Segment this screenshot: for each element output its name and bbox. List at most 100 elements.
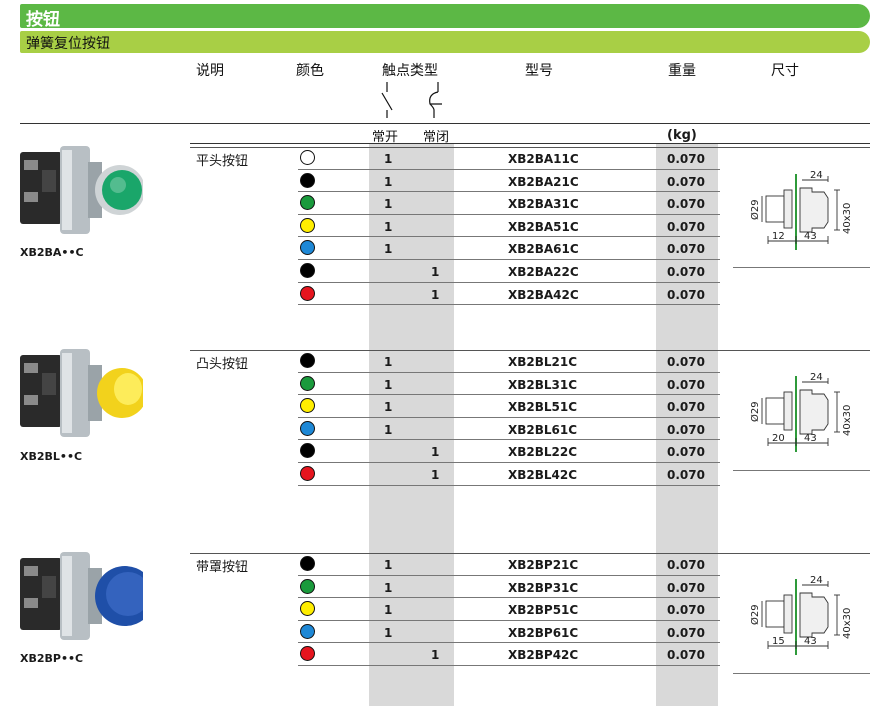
row-divider: [298, 236, 720, 238]
pushbutton-photo: [20, 349, 147, 437]
row-divider: [298, 597, 720, 599]
model-number: XB2BL31C: [508, 377, 578, 392]
model-number: XB2BL51C: [508, 400, 578, 415]
model-number: XB2BA61C: [508, 242, 579, 257]
color-swatch-black: [300, 172, 315, 188]
color-swatch-black: [300, 443, 315, 459]
row-divider: [298, 213, 720, 215]
weight-value: 0.070: [667, 197, 705, 212]
model-number: XB2BP42C: [508, 648, 579, 663]
color-swatch-blue: [300, 623, 315, 639]
contact-no-value: 1: [384, 355, 393, 369]
product-photo: [18, 140, 145, 244]
contact-no-value: 1: [384, 625, 393, 640]
row-divider: [298, 168, 720, 170]
model-number: XB2BA22C: [508, 265, 579, 279]
color-swatch-black: [300, 353, 315, 368]
color-swatch-yellow: [300, 601, 315, 617]
model-number: XB2BP31C: [508, 580, 579, 595]
row-divider: [298, 191, 720, 193]
pushbutton-photo: [20, 552, 155, 640]
contact-nc-value: 1: [431, 287, 440, 302]
weight-value: 0.070: [667, 468, 705, 482]
row-divider: [298, 259, 720, 260]
color-swatch-red: [300, 646, 315, 662]
dimension-bottom-right: 43: [804, 231, 817, 242]
contact-no-value: 1: [384, 422, 393, 437]
product-photo: [18, 546, 155, 650]
color-swatch-green: [300, 375, 315, 391]
weight-value: 0.070: [667, 625, 705, 640]
dimension-top: 24: [810, 575, 823, 586]
contact-no-value: 1: [384, 242, 393, 257]
row-divider: [298, 371, 720, 373]
model-number: XB2BA42C: [508, 287, 579, 302]
dimension-bottom-left: 12: [772, 231, 785, 242]
dimension-diameter: Ø29: [749, 604, 761, 625]
header-weight: 重量: [668, 63, 696, 79]
group-top-rule: [190, 147, 870, 148]
contact-symbol-icon: [381, 82, 442, 118]
product-photo: [18, 343, 147, 447]
model-number: XB2BA21C: [508, 174, 579, 189]
weight-value: 0.070: [667, 219, 705, 234]
pushbutton-photo: [20, 146, 145, 234]
subsection-title: 弹簧复位按钮: [26, 36, 110, 52]
contact-column-shade: [369, 144, 454, 706]
color-swatch-blue: [300, 420, 315, 436]
header-contact-type: 触点类型: [382, 63, 438, 79]
weight-value: 0.070: [667, 445, 705, 460]
contact-no-value: 1: [384, 377, 393, 392]
dimension-housing: 40x30: [842, 405, 853, 436]
row-divider: [298, 642, 720, 644]
header-size: 尺寸: [771, 63, 799, 79]
color-swatch-blue: [300, 240, 315, 256]
dimension-diameter: Ø29: [749, 199, 761, 220]
contact-no-value: 1: [384, 603, 393, 618]
contact-nc-value: 1: [431, 265, 440, 279]
model-number: XB2BA51C: [508, 219, 579, 234]
weight-value: 0.070: [667, 265, 705, 279]
group-top-rule: [190, 553, 870, 554]
contact-no-value: 1: [384, 400, 393, 415]
dim-cell-bottom-rule: [733, 673, 870, 674]
weight-value: 0.070: [667, 287, 705, 302]
header-top-rule: [20, 123, 870, 124]
group-top-rule: [190, 350, 870, 351]
color-swatch-red: [300, 466, 315, 481]
contact-no-value: 1: [384, 219, 393, 234]
weight-value: 0.070: [667, 242, 705, 257]
row-divider: [298, 484, 720, 486]
row-divider: [298, 462, 720, 463]
header-bottom-rule: [190, 143, 870, 144]
weight-value: 0.070: [667, 558, 705, 572]
product-image-label: XB2BL••C: [20, 450, 83, 463]
model-number: XB2BL22C: [508, 445, 578, 460]
weight-value: 0.070: [667, 580, 705, 595]
dim-cell-bottom-rule: [733, 267, 870, 268]
dimension-housing: 40x30: [842, 203, 853, 234]
model-number: XB2BP21C: [508, 558, 579, 572]
model-number: XB2BL61C: [508, 422, 578, 437]
color-swatch-black: [300, 556, 315, 571]
product-image-label: XB2BA••C: [20, 246, 84, 259]
color-swatch-white: [300, 150, 315, 165]
subsection-title-bar: 弹簧复位按钮: [20, 31, 870, 53]
weight-value: 0.070: [667, 648, 705, 663]
header-desc: 说明: [196, 63, 224, 79]
row-divider: [298, 619, 720, 621]
dimension-bottom-right: 43: [804, 433, 817, 444]
weight-column-shade: [656, 144, 718, 706]
color-swatch-green: [300, 195, 315, 211]
dimension-bottom-left: 15: [772, 636, 785, 647]
weight-value: 0.070: [667, 355, 705, 369]
weight-value: 0.070: [667, 377, 705, 392]
contact-no-value: 1: [384, 558, 393, 572]
contact-no-value: 1: [384, 152, 393, 166]
header-kg: (kg): [667, 128, 697, 143]
model-number: XB2BA31C: [508, 197, 579, 212]
